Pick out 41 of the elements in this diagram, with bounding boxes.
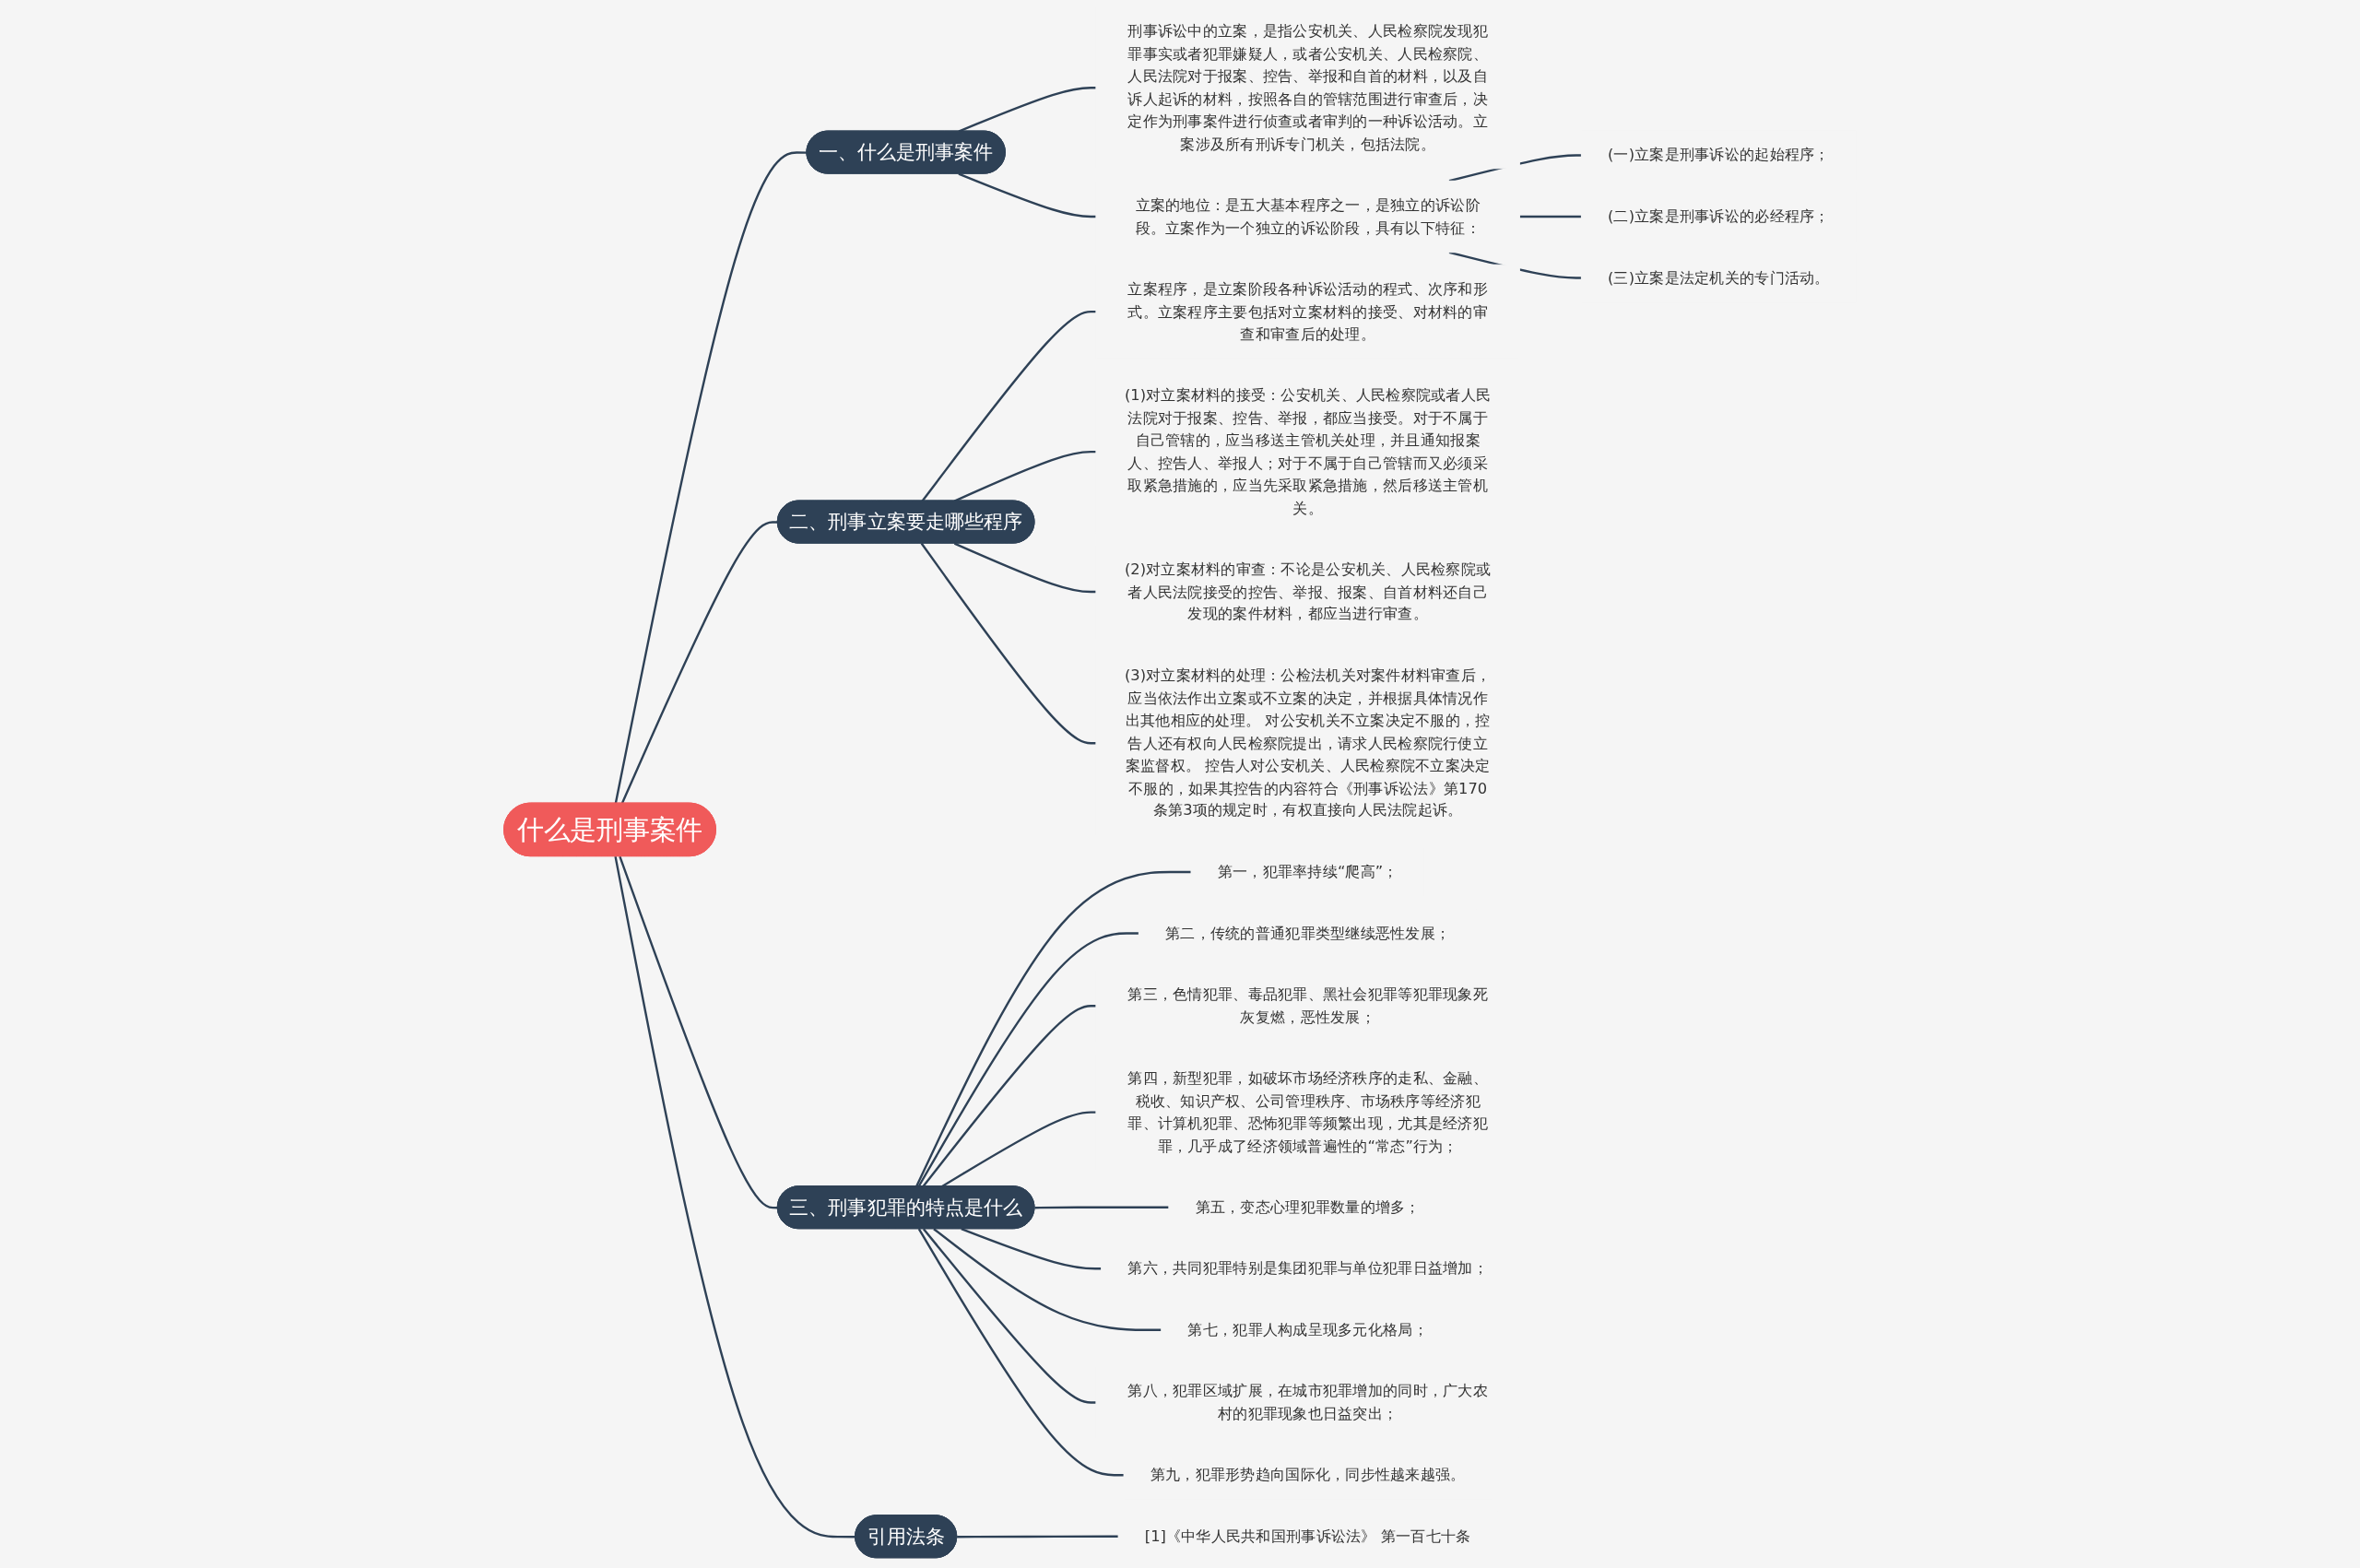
connector	[953, 542, 1096, 594]
connector	[958, 87, 1096, 133]
connector	[620, 521, 778, 805]
node-text: (1)对立案材料的接受：公安机关、人民检察院或者人民法院对于报案、控告、举报，都应当接受。对于不属于自己管辖的，应当移送主管机关处理，并且通知报案人、控告人、举报人；对于不属于自己管辖而又必须采取紧急措施的，应当先采取紧急措施，然后移送主管机关。	[1124, 385, 1492, 516]
connector	[961, 1228, 1102, 1270]
node-text: (三)立案是法定机关的专门活动。	[1608, 268, 1830, 287]
node-text: 第四，新型犯罪，如破坏市场经济秩序的走私、金融、税收、知识产权、公司管理秩序、市场秩序等经济犯罪、计算机犯罪、恐怖犯罪等频繁出现，尤其是经济犯罪，几乎成了经济领域普遍性的“常态”行为；	[1127, 1068, 1488, 1155]
node-text: 第九，犯罪形势趋向国际化，同步性越来越强。	[1150, 1465, 1466, 1484]
connector	[920, 542, 1096, 745]
node-text: 第六，共同犯罪特别是集团犯罪与单位犯罪日益增加；	[1127, 1258, 1488, 1278]
node-text: 第三，色情犯罪、毒品犯罪、黑社会犯罪等犯罪现象死灰复燃，恶性发展；	[1127, 984, 1488, 1026]
connector	[619, 855, 778, 1209]
connector	[614, 151, 808, 804]
connector	[922, 1228, 1096, 1404]
connector	[917, 932, 1139, 1187]
connector	[933, 1228, 1162, 1331]
node-text: 刑事诉讼中的立案，是指公安机关、人民检察院发现犯罪事实或者犯罪嫌疑人，或者公安机关、人民检察院、人民法院对于报案、控告、举报和自首的材料，以及自诉人起诉的材料，按照各自的管辖范围进行审查后，决定作为刑事案件进行侦查或者审判的一种诉讼活动。立案涉及所有刑诉专门机关，包括法院。	[1127, 21, 1488, 153]
connector	[1448, 251, 1582, 279]
node-text: 第一，犯罪率持续“爬高”；	[1217, 862, 1398, 880]
connector	[1519, 215, 1582, 218]
node-text: (二)立案是刑事诉讼的必经程序；	[1608, 206, 1830, 225]
connector	[914, 870, 1191, 1187]
connector	[953, 450, 1096, 502]
node-text: [1]《中华人民共和国刑事诉讼法》 第一百七十条	[1144, 1527, 1471, 1545]
connector	[1448, 154, 1582, 183]
node-text: 第二，传统的普通犯罪类型继续恶性发展；	[1165, 924, 1451, 942]
connector	[922, 1005, 1096, 1187]
node-text: (3)对立案材料的处理：公检法机关对案件材料审查后，应当依法作出立案或不立案的决定，并根据具体情况作出其他相应的处理。 对公安机关不立案决定不服的，控告人还有权向人民检察院提出，请求人民检察院行使立案监督权。 控告人对公安机关、人民检察院不立案决定不服的，如果其控告的内容符合《刑事诉讼法》第170条第3项的规定时，有权直接向人民法院起诉。	[1124, 666, 1492, 819]
node-text: 立案程序，是立案阶段各种诉讼活动的程式、次序和形式。立案程序主要包括对立案材料的接受、对材料的审查和审查后的处理。	[1127, 279, 1488, 343]
connector	[957, 1535, 1119, 1539]
node-text: (2)对立案材料的审查：不论是公安机关、人民检察院或者人民法院接受的控告、举报、报案、自首材料还自己发现的案件材料，都应当进行审查。	[1124, 560, 1492, 623]
node-text: 第五，变态心理犯罪数量的增多；	[1195, 1197, 1421, 1216]
node-text: 立案的地位：是五大基本程序之一，是独立的诉讼阶段。立案作为一个独立的诉讼阶段，具有以下特征：	[1135, 195, 1481, 237]
node-text: 第八，犯罪区域扩展，在城市犯罪增加的同时，广大农村的犯罪现象也日益突出；	[1127, 1382, 1488, 1422]
connector	[958, 172, 1096, 218]
node-text: (一)立案是刑事诉讼的起始程序；	[1608, 146, 1830, 164]
connector	[921, 310, 1096, 502]
node-text: 第七，犯罪人构成呈现多元化格局；	[1187, 1320, 1428, 1338]
connector	[917, 1228, 1125, 1477]
connector	[1034, 1206, 1169, 1209]
connector	[614, 855, 856, 1539]
